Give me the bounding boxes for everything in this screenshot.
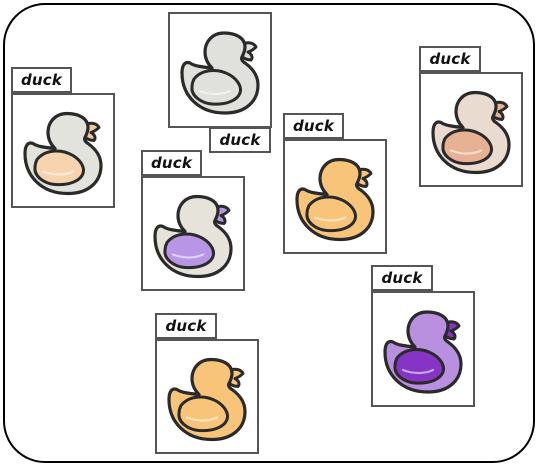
- duck-card: [168, 12, 272, 128]
- duck-label: duck: [209, 127, 271, 153]
- duck-image: [431, 90, 511, 175]
- wing-shape: [393, 348, 445, 385]
- duck-label: duck: [155, 313, 217, 339]
- duck-image: [153, 194, 233, 279]
- duck-label: duck: [283, 113, 344, 139]
- wing-highlight: [401, 368, 435, 375]
- wing-shape: [177, 395, 229, 433]
- wing-shape: [441, 128, 493, 166]
- duck-image: [167, 357, 247, 442]
- wing-shape: [163, 232, 215, 270]
- wing-highlight: [198, 89, 232, 96]
- wing-highlight: [171, 253, 205, 259]
- duck-card: [11, 93, 115, 208]
- duck-image: [295, 157, 375, 242]
- duck-label: duck: [419, 46, 481, 72]
- duck-label: duck: [371, 265, 433, 291]
- wing-shape: [33, 149, 85, 187]
- wing-shape: [305, 195, 357, 233]
- wing-highlight: [185, 416, 219, 422]
- wing-highlight: [41, 170, 75, 176]
- wing-highlight: [313, 216, 347, 222]
- duck-image: [180, 31, 260, 115]
- duck-image: [23, 111, 103, 196]
- duck-label: duck: [141, 150, 202, 176]
- duck-card: [155, 339, 259, 454]
- duck-card: [141, 176, 245, 291]
- duck-card: [371, 291, 475, 407]
- duck-card: [419, 72, 523, 187]
- duck-image: [383, 310, 463, 394]
- wing-highlight: [449, 149, 483, 155]
- duck-card: [283, 139, 387, 254]
- wing-shape: [190, 69, 242, 106]
- duck-label: duck: [11, 67, 72, 93]
